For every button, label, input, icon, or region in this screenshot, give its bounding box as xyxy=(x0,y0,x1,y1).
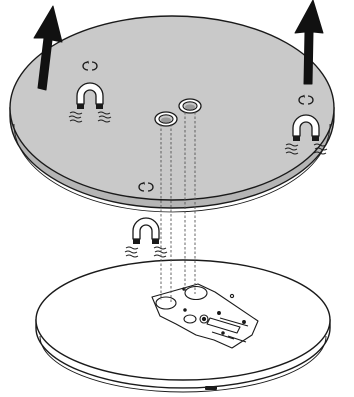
screw-hole-icon xyxy=(178,98,202,114)
lift-arrow-left-icon xyxy=(33,5,63,91)
lift-arrow-right-icon xyxy=(294,0,324,85)
alignment-guide-line xyxy=(160,112,196,304)
top-plate xyxy=(9,15,335,213)
screw-hole-icon xyxy=(154,111,178,127)
base-plate xyxy=(35,259,331,393)
